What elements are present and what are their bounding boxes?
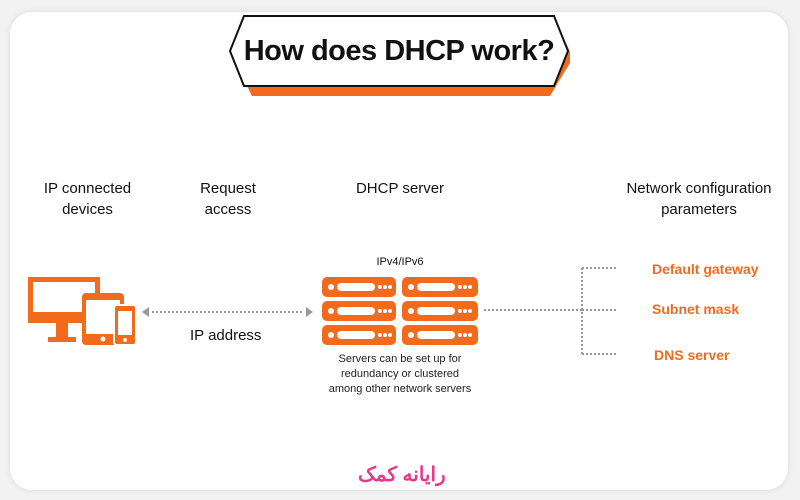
request-header: Request access xyxy=(178,178,278,220)
devices-header-line: IP connected xyxy=(43,180,132,197)
request-arrow xyxy=(142,307,313,317)
watermark-logo: رایانه کمک xyxy=(358,464,446,486)
request-header-line: Request xyxy=(200,180,256,197)
server-header: DHCP server xyxy=(355,180,445,197)
parameter-connector xyxy=(484,267,618,355)
network-header-line: Network configuration xyxy=(626,180,772,197)
ip-address-label: IP address xyxy=(190,327,262,344)
param-dns-server: DNS server xyxy=(654,347,730,363)
server-note-line: redundancy or clustered xyxy=(340,368,459,380)
param-subnet-mask: Subnet mask xyxy=(652,301,740,317)
network-header-line: parameters xyxy=(661,201,737,218)
server-note: Servers can be set up for redundancy or … xyxy=(315,352,485,397)
title-hexagon xyxy=(228,15,570,96)
page-title: How does DHCP work? xyxy=(243,35,555,67)
devices-header-line: devices xyxy=(62,201,113,218)
title-banner: How does DHCP work? xyxy=(228,14,570,96)
network-header: Network configuration parameters xyxy=(610,178,788,220)
param-default-gateway: Default gateway xyxy=(652,261,759,277)
devices-icon xyxy=(28,277,137,346)
devices-header: IP connected devices xyxy=(30,178,145,220)
protocol-label: IPv4/IPv6 xyxy=(376,256,424,268)
server-note-line: among other network servers xyxy=(328,383,472,395)
server-note-line: Servers can be set up for xyxy=(338,353,462,365)
server-rack-icon xyxy=(322,277,478,345)
request-header-line: access xyxy=(204,201,252,218)
